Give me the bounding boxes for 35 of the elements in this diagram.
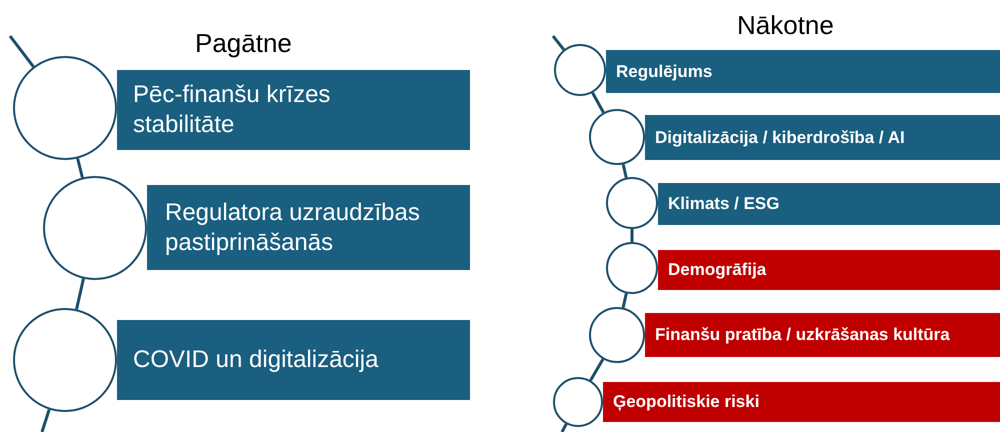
banner-bar xyxy=(606,50,1000,93)
topic-text: Regulatora uzraudzības pastiprināšanās xyxy=(165,198,421,258)
banner-bar xyxy=(645,313,1000,357)
column-heading: Pagātne xyxy=(195,28,292,59)
banner-bar xyxy=(117,320,470,400)
connector-line xyxy=(8,35,35,68)
connector-line xyxy=(630,229,634,242)
topic-text: Pēc-finanšu krīzes stabilitāte xyxy=(133,80,332,140)
circle-marker xyxy=(606,242,658,294)
connector-line xyxy=(622,164,628,178)
circle-marker xyxy=(606,177,658,229)
column-heading: Nākotne xyxy=(737,10,834,41)
connector-line xyxy=(589,358,604,382)
connector-line xyxy=(552,35,565,51)
connector-line xyxy=(560,423,568,432)
banner-bar xyxy=(603,382,1000,422)
topic-text: Klimats / ESG xyxy=(668,193,780,215)
topic-text: Ģeopolitiskie riski xyxy=(613,391,760,413)
circle-marker xyxy=(554,44,606,96)
connector-line xyxy=(591,92,605,114)
banner-bar xyxy=(147,185,470,270)
banner-bar xyxy=(117,70,470,150)
connector-line xyxy=(75,278,85,310)
topic-text: Finanšu pratība / uzkrāšanas kultūra xyxy=(655,324,950,346)
connector-line xyxy=(622,293,628,308)
topic-text: Digitalizācija / kiberdrošība / AI xyxy=(655,126,905,148)
topic-text: COVID un digitalizācija xyxy=(133,345,378,375)
circle-marker xyxy=(553,377,603,427)
topic-text: Regulējums xyxy=(616,60,712,82)
banner-bar xyxy=(658,250,1000,290)
topic-text: Demogrāfija xyxy=(668,259,766,281)
connector-line xyxy=(40,409,51,432)
banner-bar xyxy=(658,183,1000,225)
connector-line xyxy=(76,158,84,178)
banner-bar xyxy=(645,115,1000,160)
